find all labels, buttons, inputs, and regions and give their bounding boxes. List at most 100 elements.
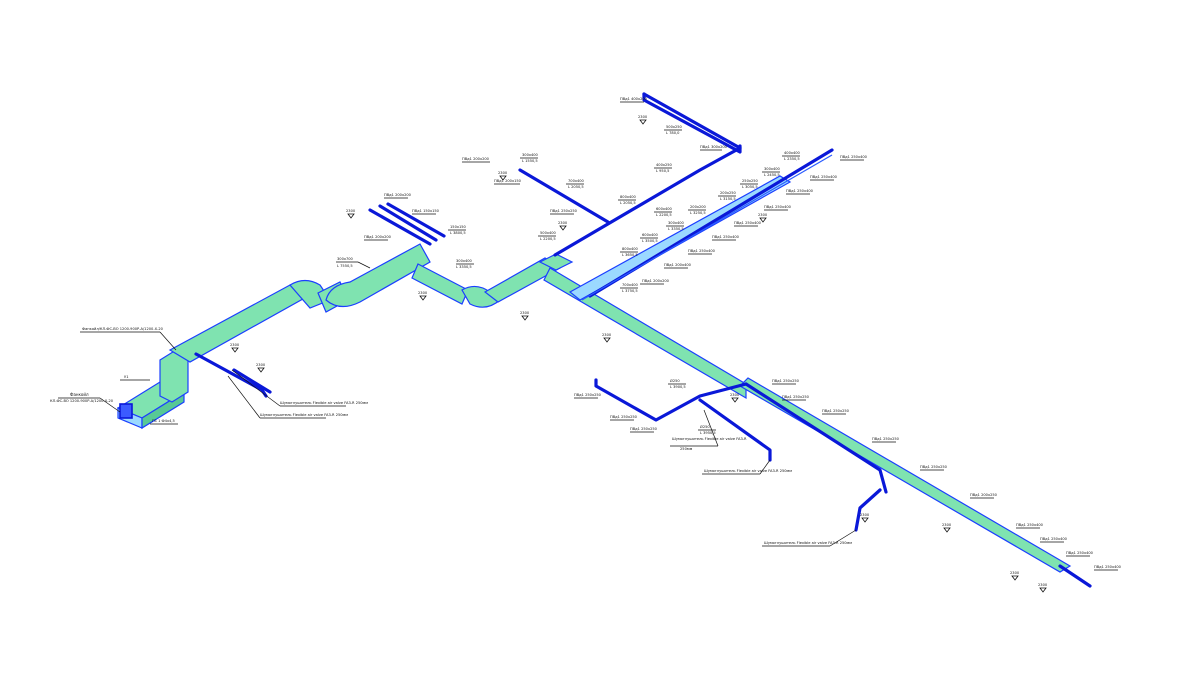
flex-label-5: Шумоглушитель Flexible air valve FA3-R 2… [764, 541, 852, 545]
outlet-d5: ПВд1 250х250 [782, 395, 810, 399]
flex-label-3b: 250мм [680, 447, 693, 451]
duct-tee-1 [538, 253, 574, 271]
size-s9: 300х400 [764, 167, 781, 171]
pipe-desc-3 [854, 488, 882, 532]
outlet-d4: ПВд1 250х250 [772, 379, 800, 383]
svg-text:2300: 2300 [346, 209, 356, 213]
pipe-lower-left [594, 378, 748, 422]
pipe-left-cluster-1 [368, 208, 432, 246]
pipe-top-branch [553, 92, 742, 257]
duct-elbow-2 [325, 243, 431, 308]
unit-elev: П1 1 Ф4х4,5 [152, 419, 175, 423]
outlet-d1: ПВд1 250х250 [574, 393, 602, 397]
outlet-c3: ПВд1 250х400 [786, 189, 814, 193]
outlet-c11: ПВд1 250х400 [1066, 551, 1094, 555]
unit-sublabel: КЛ-ФС-ВО 1200-900Р-А/1200-Х-20 [50, 399, 114, 403]
duct-segment-1 [168, 284, 312, 363]
flex-label-3: Шумоглушитель Flexible air valve FA3-R [672, 437, 747, 441]
pipe-left-drop-2 [232, 368, 272, 394]
pipe-desc-1 [698, 398, 772, 462]
size-s3e: L 1550,5 [522, 159, 538, 163]
annotations: Фанкойл КЛ-ФС-ВО 1200-900Р-А/1200-Х-20 Ф… [50, 97, 1122, 593]
size-s1: 500х250 [666, 125, 683, 129]
size-s15e: L 3650,5 [622, 253, 638, 257]
outlet-d2: ПВд1 250х250 [610, 415, 638, 419]
duct-trunk-long [543, 267, 747, 400]
size-s12e: L 3250,5 [690, 211, 706, 215]
size-s11: 200х250 [720, 191, 737, 195]
size-s18: Ø250 [670, 378, 680, 383]
size-s7e: L 2200,5 [540, 237, 556, 241]
outlet-a1: ПВд1 400х200 [620, 97, 648, 101]
size-s17e: L 3800,5 [450, 231, 466, 235]
svg-text:2300: 2300 [860, 513, 870, 517]
size-s18e: L 3900,5 [670, 385, 686, 389]
main-size-label: 300х700 [337, 257, 354, 261]
svg-text:2300: 2300 [1038, 583, 1048, 587]
size-s13be: L 3350,5 [456, 265, 472, 269]
outlet-b2: ПВд1 200х200 [384, 193, 412, 197]
size-s14e: L 3500,5 [642, 239, 658, 243]
outlet-c4: ПВд1 250х400 [764, 205, 792, 209]
duct-trunk-long-2 [739, 377, 1072, 573]
size-s13e: L 3350,5 [668, 227, 684, 231]
duct-segment-4 [411, 263, 469, 305]
flex-label-1: Шумоглушитель Flexible air valve FA3-R 2… [280, 401, 368, 405]
pipe-desc-2 [744, 382, 888, 494]
svg-text:2300: 2300 [498, 171, 508, 175]
outlet-a3: ПВд1 200х200 [462, 157, 490, 161]
branch-pipes [194, 92, 1092, 588]
size-s14: 600х400 [642, 233, 659, 237]
outlet-d3: ПВд1 250х250 [630, 427, 658, 431]
pipe-upper-right-2 [581, 154, 833, 301]
size-s4: 700х400 [568, 179, 585, 183]
flex-label-2: Шумоглушитель Flexible air valve FA3-R 2… [260, 413, 348, 417]
size-s6e: L 2200,5 [656, 213, 672, 217]
outlet-c7: ПВд1 250х400 [688, 249, 716, 253]
outlet-e1: ПВд1 200х200 [642, 279, 670, 283]
size-s19e: L 3950,5 [700, 431, 716, 435]
size-s19: Ø250 [700, 424, 710, 429]
outlet-a4: ПВд1 200х150 [494, 179, 522, 183]
outlet-c5: ПВд1 250х400 [734, 221, 762, 225]
outlet-c8: ПВд1 200х400 [664, 263, 692, 267]
size-s16: 700х400 [622, 283, 639, 287]
outlet-d9: ПВд1 200х250 [970, 493, 998, 497]
flex-label-4: Шумоглушитель Flexible air valve FA3-R 2… [704, 469, 792, 473]
outlet-b3: ПВд1 150х150 [412, 209, 440, 213]
size-s5: 800х400 [620, 195, 637, 199]
svg-text:2300: 2300 [942, 523, 952, 527]
outlet-b1: ПВд1 250х250 [550, 209, 578, 213]
outlet-c1: ПВд1 250х400 [840, 155, 868, 159]
size-s11e: L 3150,5 [720, 197, 736, 201]
size-s13b: 300х400 [456, 259, 473, 263]
size-s3: 300х400 [522, 153, 539, 157]
size-s6: 600х400 [656, 207, 673, 211]
svg-text:2300: 2300 [638, 115, 648, 119]
svg-text:2300: 2300 [558, 221, 568, 225]
size-s5e: L 2050,5 [620, 201, 636, 205]
unit-grille [119, 403, 133, 419]
main-size-elev: L 7550,5 [337, 264, 353, 268]
size-s17: 150х150 [450, 225, 467, 229]
outlet-a2: ПВд1 300х200 [700, 145, 728, 149]
size-s4e: L 2050,5 [568, 185, 584, 189]
svg-text:2300: 2300 [520, 311, 530, 315]
size-s1e: L 780,0 [666, 131, 680, 135]
outlet-c2: ПВд1 250х400 [810, 175, 838, 179]
pipe-right-end [1058, 564, 1092, 588]
unit-label: Фанкойл [70, 392, 89, 397]
pipe-top-riser [642, 92, 742, 154]
outlet-c9: ПВд1 250х400 [1016, 523, 1044, 527]
svg-text:2300: 2300 [758, 213, 768, 217]
outlet-d6: ПВд1 250х250 [822, 409, 850, 413]
size-s16e: L 3750,5 [622, 289, 638, 293]
svg-text:2300: 2300 [418, 291, 428, 295]
unit-ref: У1 [124, 375, 128, 379]
svg-text:2300: 2300 [230, 343, 240, 347]
outlet-d7: ПВд1 250х250 [872, 437, 900, 441]
pipe-left-drop [194, 352, 268, 398]
size-s15: 800х400 [622, 247, 639, 251]
svg-text:2300: 2300 [602, 333, 612, 337]
pipe-branch-a [518, 168, 610, 224]
